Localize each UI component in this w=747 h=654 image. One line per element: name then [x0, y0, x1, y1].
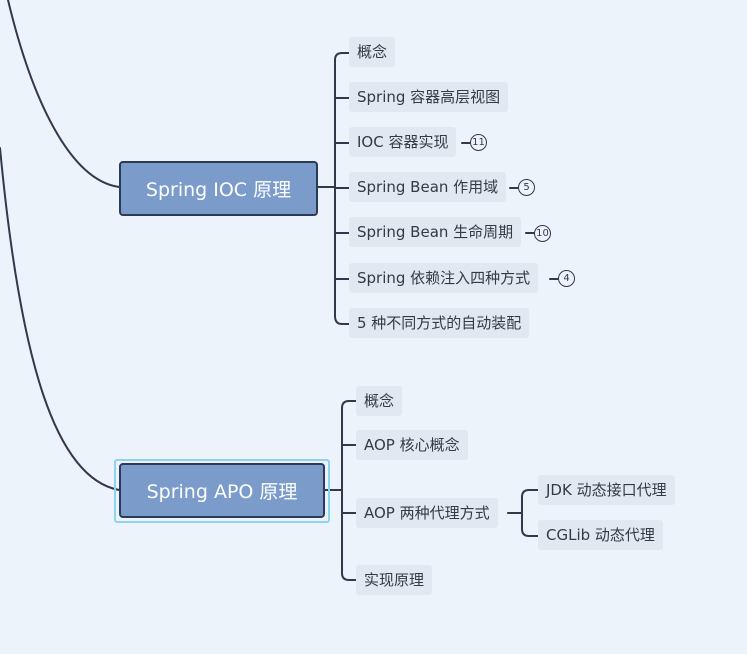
- branch-spring-ioc[interactable]: Spring IOC 原理: [119, 161, 318, 216]
- topic-aop-core-concepts[interactable]: AOP 核心概念: [356, 430, 468, 460]
- branch-spring-aop[interactable]: Spring APO 原理: [119, 463, 325, 518]
- bracket-arm: [521, 528, 539, 537]
- topic-container-view[interactable]: Spring 容器高层视图: [349, 82, 509, 112]
- bracket-arm: [341, 572, 357, 581]
- topic-dependency-injection[interactable]: Spring 依赖注入四种方式: [349, 263, 539, 293]
- bracket-arm: [341, 400, 357, 409]
- collapsed-count-badge[interactable]: 10: [534, 225, 551, 242]
- bracket-arm: [334, 52, 350, 61]
- topic-bean-scope[interactable]: Spring Bean 作用域: [349, 172, 507, 202]
- topic-jdk-proxy[interactable]: JDK 动态接口代理: [538, 475, 675, 505]
- topic-aop-proxy-methods[interactable]: AOP 两种代理方式: [356, 498, 498, 528]
- bracket-arm: [334, 315, 350, 325]
- topic-ioc-concept[interactable]: 概念: [349, 37, 396, 67]
- main-connector: [0, 147, 120, 491]
- main-connector: [7, 0, 120, 188]
- collapsed-count-badge[interactable]: 4: [558, 270, 575, 287]
- topic-autowiring[interactable]: 5 种不同方式的自动装配: [349, 308, 530, 338]
- bracket-arm: [521, 489, 539, 498]
- topic-aop-concept[interactable]: 概念: [356, 386, 403, 416]
- topic-bean-lifecycle[interactable]: Spring Bean 生命周期: [349, 217, 522, 247]
- topic-cglib-proxy[interactable]: CGLib 动态代理: [538, 520, 663, 550]
- topic-ioc-container-impl[interactable]: IOC 容器实现: [349, 127, 457, 157]
- selection-frame: [114, 459, 330, 523]
- collapsed-count-badge[interactable]: 5: [518, 179, 535, 196]
- collapsed-count-badge[interactable]: 11: [470, 134, 487, 151]
- topic-aop-implementation[interactable]: 实现原理: [356, 565, 433, 595]
